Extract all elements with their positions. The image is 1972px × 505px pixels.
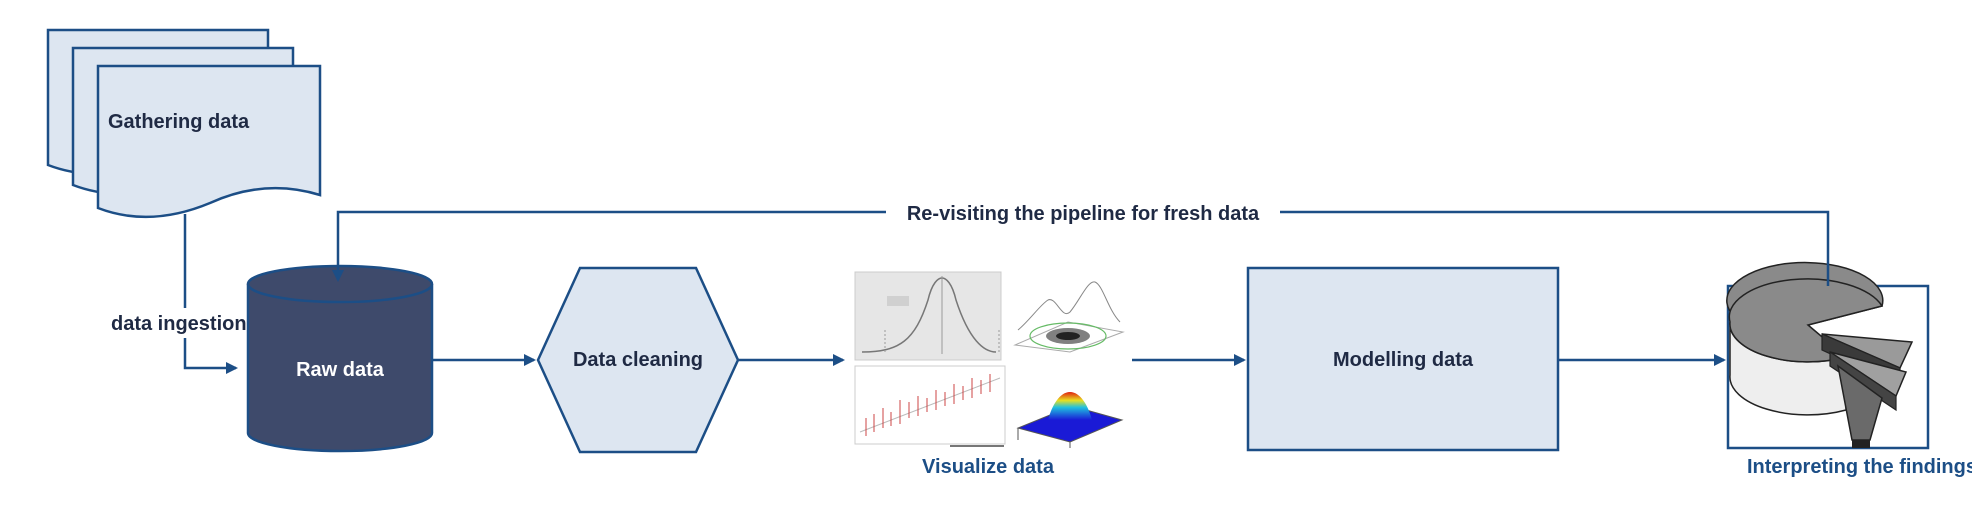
raw-data-node: Raw data [246,264,434,453]
interpreting-findings-label: Interpreting the findings [1747,456,1972,478]
gathering-data-node: Gathering data [46,28,322,219]
data-ingestion-label: data ingestion [111,313,247,335]
feedback-loop-label: Re-visiting the pipeline for fresh data [907,203,1260,225]
heatmap-peak-plot-icon [1013,370,1128,448]
visualize-data-label: Visualize data [922,456,1055,478]
density-surface-plot-icon [1008,272,1128,360]
scatter-plot-icon [854,365,1006,447]
modelling-data-label: Modelling data [1333,349,1474,371]
ingestion-connector [183,214,238,374]
gathering-data-label: Gathering data [108,111,250,133]
visualize-data-node: Visualize data [854,271,1128,478]
interpreting-findings-node: Interpreting the findings [1726,261,1972,478]
pie-chart-icon [1726,261,1914,448]
raw-data-label: Raw data [296,359,385,381]
modelling-data-node: Modelling data [1246,266,1560,452]
data-cleaning-label: Data cleaning [573,349,703,371]
data-cleaning-node: Data cleaning [536,266,740,454]
bell-curve-plot-icon [854,271,1002,361]
